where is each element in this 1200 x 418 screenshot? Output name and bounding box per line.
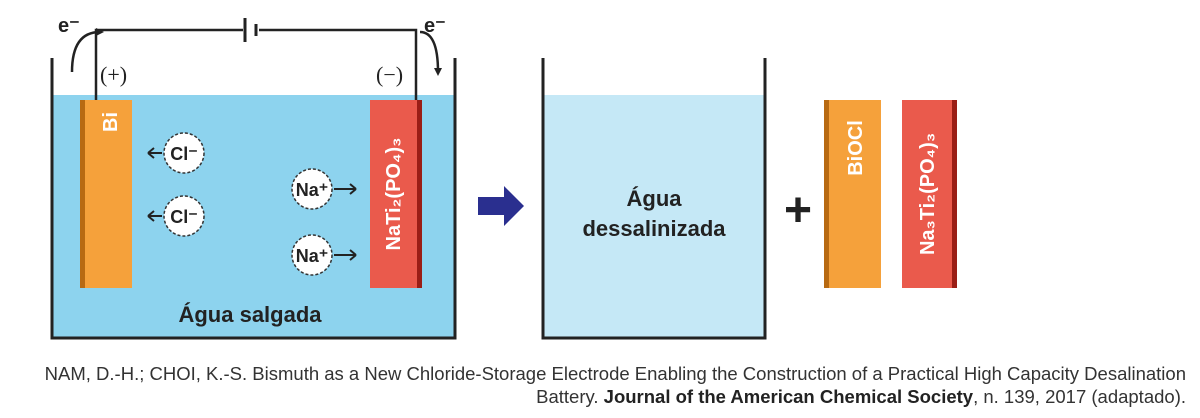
circuit-wire bbox=[94, 28, 418, 100]
desalinated-water-label-line1: Água bbox=[627, 186, 683, 211]
na3ti-electrode-label: Na₃Ti₂(PO₄)₃ bbox=[917, 133, 939, 255]
svg-text:Na⁺: Na⁺ bbox=[296, 246, 329, 266]
na3ti-electrode-edge bbox=[952, 100, 957, 288]
sodium-ion-bottom: Na⁺ bbox=[291, 234, 357, 276]
desalination-battery-diagram: e⁻ e⁻ (+) (−) Bi NaTi₂(PO₄)₃ Cl⁻ Cl⁻ Na⁺… bbox=[50, 15, 957, 340]
svg-text:Na⁺: Na⁺ bbox=[296, 180, 329, 200]
electron-label-left: e⁻ bbox=[58, 15, 80, 37]
biocl-electrode-label: BiOCl bbox=[845, 120, 867, 176]
bi-electrode-label: Bi bbox=[100, 112, 122, 132]
citation-caption: NAM, D.-H.; CHOI, K.-S. Bismuth as a New… bbox=[40, 362, 1186, 408]
bi-electrode bbox=[85, 100, 132, 288]
right-container bbox=[541, 58, 767, 340]
na3ti-electrode bbox=[902, 100, 952, 288]
bi-electrode-edge bbox=[80, 100, 85, 288]
journal-name: Journal of the American Chemical Society bbox=[603, 386, 974, 407]
svg-text:Cl⁻: Cl⁻ bbox=[170, 144, 198, 164]
left-container bbox=[50, 58, 457, 340]
process-arrow bbox=[478, 186, 524, 226]
citation-text: NAM, D.-H.; CHOI, K.-S. Bismuth as a New… bbox=[44, 363, 1186, 407]
desalinated-water-label-line2: dessalinizada bbox=[582, 216, 726, 241]
desalinated-water bbox=[543, 95, 765, 338]
plus-sign: + bbox=[784, 184, 812, 237]
anode-sign: (+) bbox=[100, 62, 127, 87]
chloride-ion-bottom: Cl⁻ bbox=[147, 195, 205, 237]
salt-water-label: Água salgada bbox=[178, 302, 322, 327]
svg-text:Cl⁻: Cl⁻ bbox=[170, 207, 198, 227]
nti-electrode-label: NaTi₂(PO₄)₃ bbox=[383, 138, 405, 251]
electron-arrow-left bbox=[70, 28, 104, 73]
biocl-electrode-edge bbox=[824, 100, 829, 288]
sodium-ion-top: Na⁺ bbox=[291, 168, 357, 210]
cathode-sign: (−) bbox=[376, 62, 403, 87]
nti-electrode-edge bbox=[417, 100, 422, 288]
biocl-electrode bbox=[829, 100, 881, 288]
electron-arrow-right bbox=[419, 30, 442, 76]
nti-electrode bbox=[370, 100, 417, 288]
electron-label-right: e⁻ bbox=[424, 15, 446, 37]
citation-details: , n. 139, 2017 (adaptado). bbox=[973, 386, 1186, 407]
chloride-ion-top: Cl⁻ bbox=[147, 132, 205, 174]
